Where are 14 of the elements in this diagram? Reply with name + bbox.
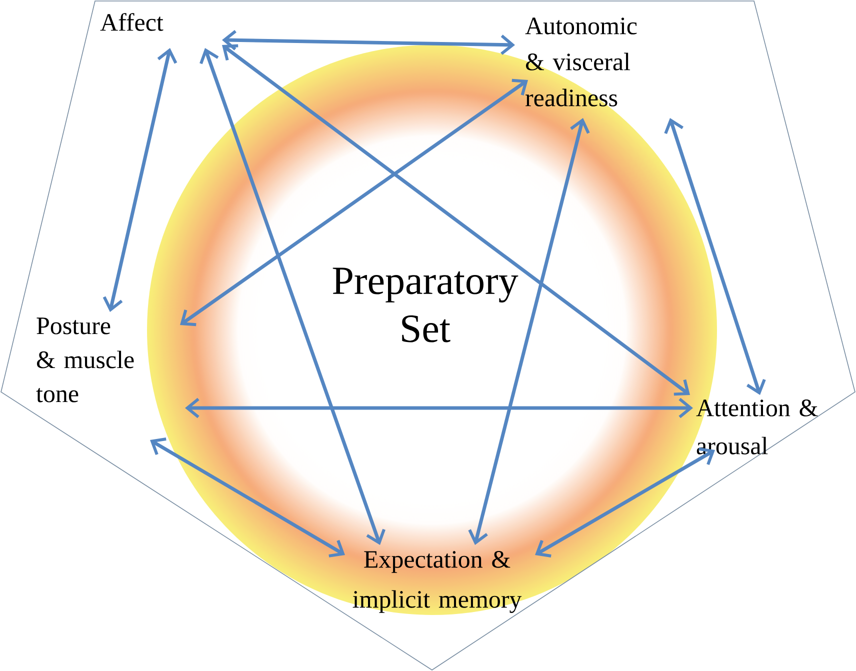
double-arrow (200, 48, 386, 545)
node-label: Posture & muscle tone (36, 318, 134, 402)
node-label: Affect (100, 13, 164, 31)
node-label: Autonomic & visceral readiness (525, 18, 637, 106)
double-arrow (150, 438, 346, 558)
double-arrow (222, 30, 515, 55)
double-arrow (535, 447, 715, 558)
double-arrow (664, 118, 766, 395)
double-arrow (102, 48, 178, 312)
double-arrow (468, 118, 590, 545)
node-label: Expectation & implicit memory (352, 550, 522, 613)
double-arrow (185, 398, 693, 418)
double-arrow (180, 78, 528, 326)
double-arrow (222, 44, 690, 396)
